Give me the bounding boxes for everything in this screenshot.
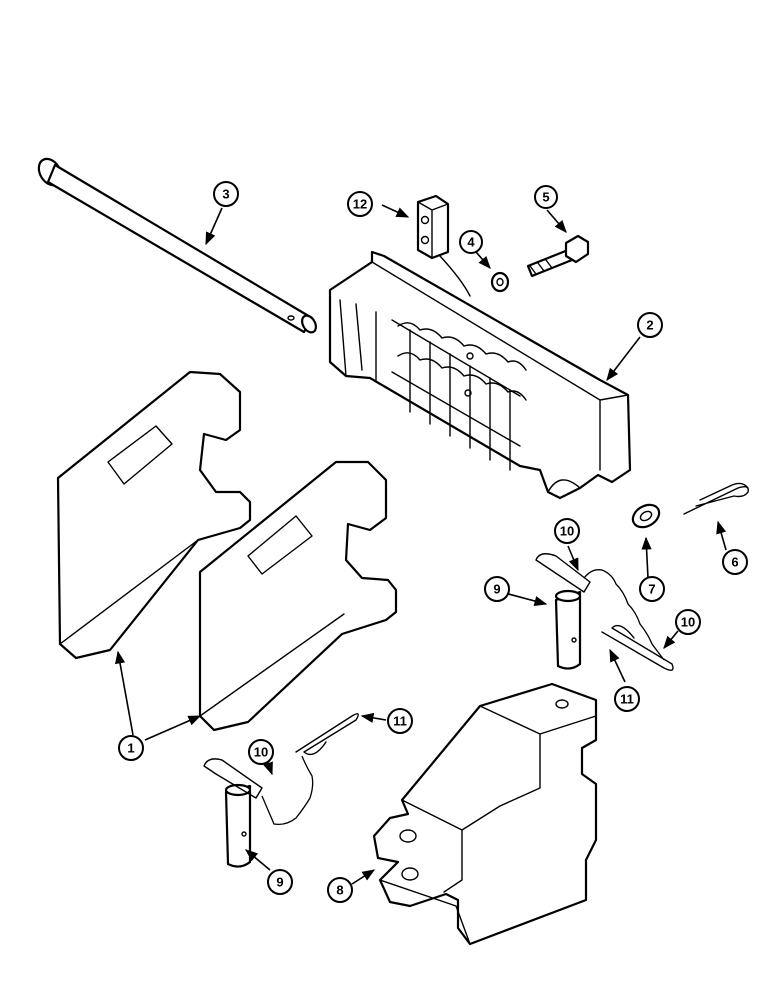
callout-4: 4 <box>459 230 483 254</box>
callout-10-top: 10 <box>554 518 580 544</box>
callout-5: 5 <box>534 185 558 209</box>
weight-carrier-part <box>328 250 632 500</box>
callout-6: 6 <box>722 549 748 575</box>
callout-9-right: 9 <box>484 576 510 602</box>
svg-text:11: 11 <box>620 692 634 707</box>
callout-2: 2 <box>637 312 663 338</box>
callout-11-right: 11 <box>614 686 640 712</box>
svg-text:4: 4 <box>467 235 475 250</box>
chain-left <box>261 755 314 826</box>
svg-text:10: 10 <box>254 745 268 760</box>
svg-text:10: 10 <box>560 524 574 539</box>
callout-12: 12 <box>347 191 373 217</box>
svg-text:10: 10 <box>681 615 695 630</box>
svg-text:1: 1 <box>127 741 134 756</box>
svg-text:11: 11 <box>393 714 407 729</box>
washer-small-part <box>490 271 510 293</box>
callouts: 3 12 4 5 2 6 7 9 10 10 11 1 11 10 9 8 <box>118 181 748 903</box>
svg-text:6: 6 <box>731 555 738 570</box>
spacer-block-part <box>416 194 450 260</box>
hitch-bracket-part <box>372 682 598 946</box>
svg-text:9: 9 <box>276 875 283 890</box>
lock-pin-left-part <box>203 758 263 868</box>
washer-large-part <box>631 503 661 529</box>
svg-text:7: 7 <box>648 582 655 597</box>
bolt-part <box>526 234 590 278</box>
suitcase-weight-front-part <box>198 460 398 732</box>
spring-pin-left-part <box>295 713 359 756</box>
svg-text:8: 8 <box>336 883 343 898</box>
spring-clip-part <box>683 482 749 515</box>
chain-right <box>583 569 665 661</box>
svg-text:5: 5 <box>542 190 549 205</box>
callout-10-left: 10 <box>248 739 274 765</box>
rod-part <box>37 157 317 334</box>
callout-8: 8 <box>327 877 353 903</box>
svg-text:3: 3 <box>222 187 229 202</box>
callout-10-right: 10 <box>675 609 701 635</box>
suitcase-weight-back-part <box>56 370 252 660</box>
lock-pin-right-part <box>535 553 591 670</box>
leader-lines <box>115 204 727 885</box>
svg-text:2: 2 <box>646 318 653 333</box>
callout-7: 7 <box>639 576 665 602</box>
callout-3: 3 <box>213 181 239 207</box>
callout-9-left: 9 <box>267 869 293 895</box>
spring-pin-right-part <box>601 624 674 671</box>
callout-1: 1 <box>118 735 144 761</box>
callout-11-left: 11 <box>387 708 413 734</box>
svg-text:9: 9 <box>493 582 500 597</box>
svg-text:12: 12 <box>353 197 367 212</box>
